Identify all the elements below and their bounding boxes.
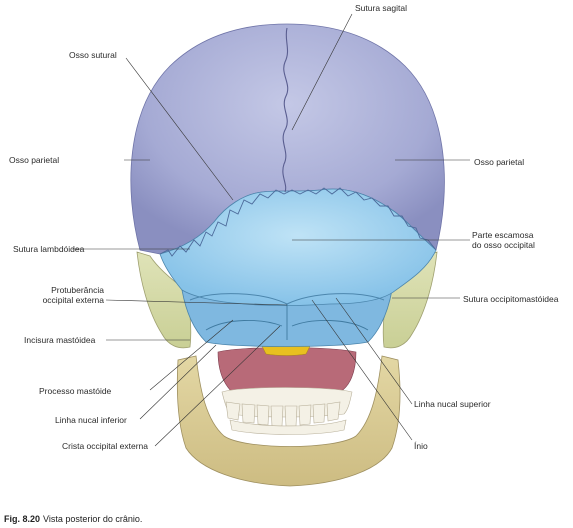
label-osso-sutural: Osso sutural — [69, 50, 117, 60]
label-linha-nucal-superior: Linha nucal superior — [414, 399, 491, 409]
label-incisura-mastoidea: Incisura mastóidea — [24, 335, 96, 345]
figure-caption-text: Vista posterior do crânio. — [43, 514, 143, 524]
label-crista-occipital: Crista occipital externa — [62, 441, 148, 451]
figure-number: Fig. 8.20 — [4, 514, 41, 524]
label-processo-mastoide: Processo mastóide — [39, 386, 112, 396]
inferior-nuchal-line — [205, 319, 369, 331]
sagittal-suture — [282, 27, 289, 193]
label-protuberancia: Protuberância occipital externa — [42, 285, 104, 305]
label-parte-escamosa: Parte escamosa do osso occipital — [472, 230, 535, 250]
temporal-left — [136, 251, 192, 349]
label-linha-nucal-inferior: Linha nucal inferior — [55, 415, 127, 425]
label-sutura-lambdoidea: Sutura lambdóidea — [13, 244, 85, 254]
label-osso-parietal-right: Osso parietal — [474, 157, 525, 167]
lambdoid-suture — [159, 187, 437, 257]
mandible — [176, 355, 401, 487]
occipital-squamous — [159, 188, 437, 306]
label-inio: Ínio — [414, 441, 428, 451]
label-sutura-occipitomastoidea: Sutura occipitomastóidea — [463, 294, 559, 304]
teeth — [221, 387, 353, 435]
label-osso-parietal-left: Osso parietal — [9, 155, 60, 165]
label-sutura-sagital: Sutura sagital — [355, 3, 407, 13]
leader-lines — [72, 13, 470, 447]
